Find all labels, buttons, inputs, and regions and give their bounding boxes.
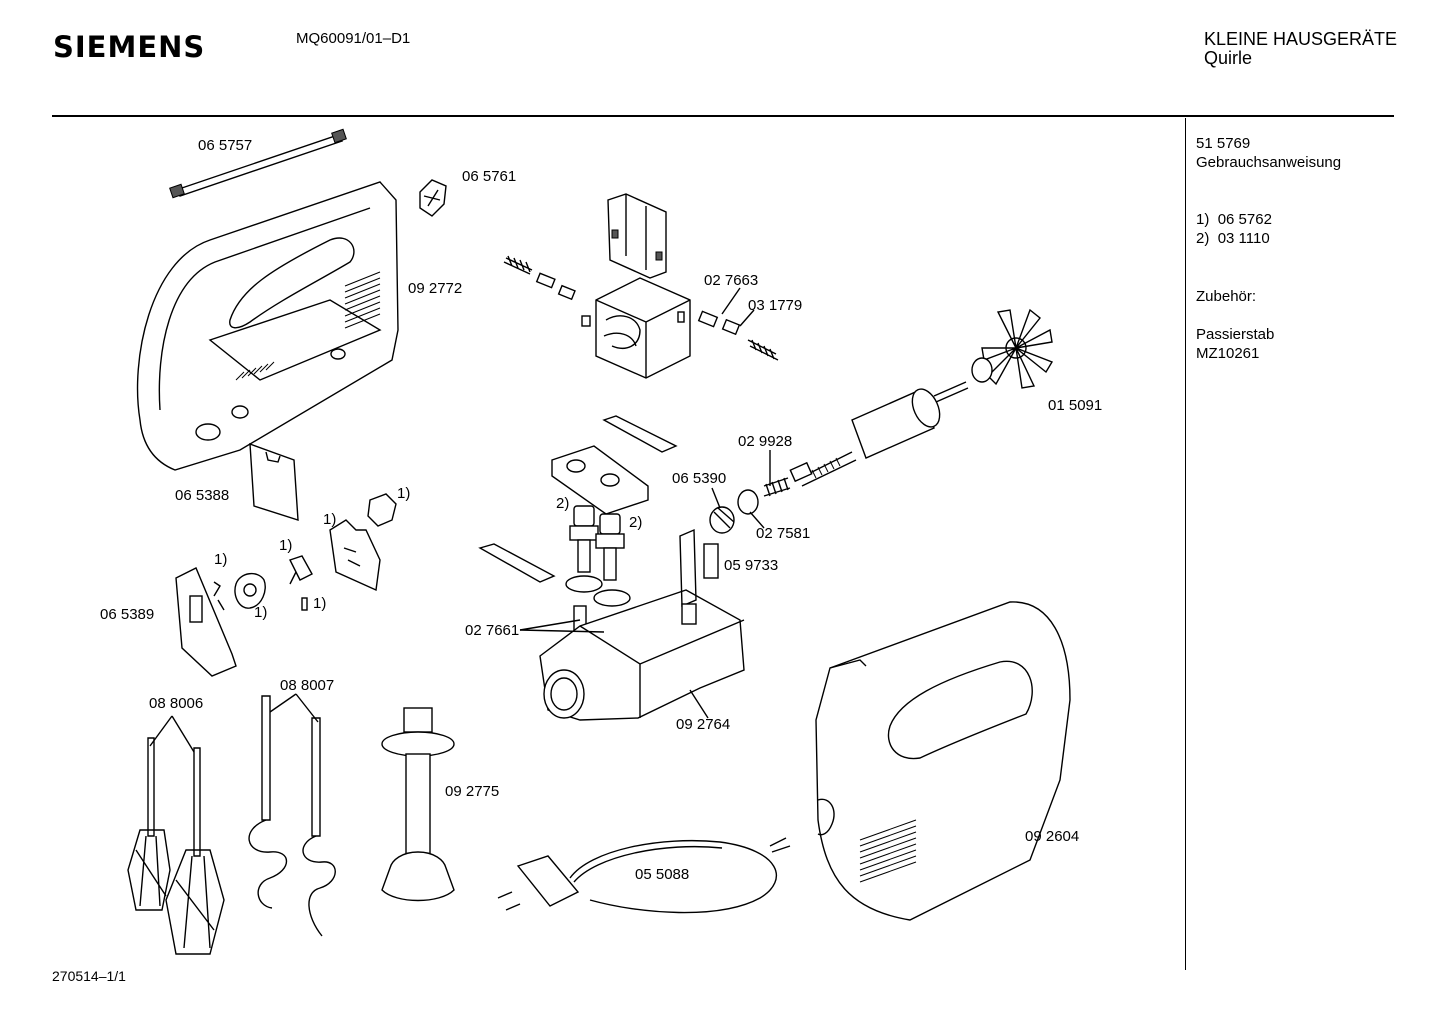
part-label: 03 1779 <box>748 297 803 314</box>
note-item: 1) 06 5762 <box>1196 211 1272 228</box>
leader-lines <box>149 287 771 753</box>
fan-impeller-icon <box>971 308 1054 389</box>
manual-label: Gebrauchsanweisung <box>1196 154 1342 171</box>
armature-icon <box>789 381 969 487</box>
note-item: 2) 03 1110 <box>1196 230 1270 247</box>
ref-marker: 1) <box>313 595 327 612</box>
part-label: 05 9733 <box>724 557 779 574</box>
upper-housing-icon <box>815 601 1071 921</box>
ref-marker: 1) <box>323 511 337 528</box>
accessory-name: Passierstab <box>1196 326 1275 343</box>
part-label: 06 5757 <box>198 137 253 154</box>
notes-block: 1) 06 5762 2) 03 1110 <box>1196 210 1272 248</box>
document-id: 270514–1/1 <box>52 968 126 984</box>
dough-hook-icon <box>248 695 336 937</box>
switch-part-icon <box>289 493 397 611</box>
part-label: 06 5388 <box>175 487 230 504</box>
part-label: 09 2772 <box>408 280 463 297</box>
header-rule <box>52 115 1394 117</box>
carbon-brush-icon <box>677 310 779 361</box>
part-label: 08 8006 <box>149 695 204 712</box>
part-label: 02 9928 <box>738 433 793 450</box>
model-number: MQ60091/01–D1 <box>296 30 411 47</box>
switch-plate-icon <box>175 567 266 677</box>
category-block: KLEINE HAUSGERÄTE Quirle <box>1204 30 1397 68</box>
brand-logo: SIEMENS <box>53 30 206 64</box>
part-label: 09 2775 <box>445 783 500 800</box>
part-label: 05 5088 <box>635 866 690 883</box>
clip-part-icon <box>419 179 447 217</box>
ref-marker: 1) <box>279 537 293 554</box>
accessory-code: MZ10261 <box>1196 345 1260 362</box>
part-label: 02 7663 <box>704 272 759 289</box>
accessories-label: Zubehör: <box>1196 288 1257 305</box>
whisk-beater-icon <box>127 737 225 955</box>
bracket-part-icon <box>607 193 667 279</box>
spring-gear-icon <box>709 477 791 534</box>
field-coil-icon <box>595 277 691 379</box>
gear-housing-icon <box>539 528 745 721</box>
manual-block: 51 5769 Gebrauchsanweisung <box>1196 134 1341 172</box>
part-label: 02 7661 <box>465 622 520 639</box>
ref-marker: 2) <box>556 495 570 512</box>
rod-part-icon <box>169 128 347 199</box>
blender-shaft-icon <box>381 707 455 902</box>
part-label: 02 7581 <box>756 525 811 542</box>
cover-plate-icon <box>249 442 299 521</box>
subcategory-title: Quirle <box>1204 48 1253 68</box>
part-label: 08 8007 <box>280 677 335 694</box>
ref-marker: 1) <box>254 604 268 621</box>
power-cord-icon <box>497 837 791 914</box>
part-label: 06 5390 <box>672 470 727 487</box>
part-label: 06 5761 <box>462 168 517 185</box>
accessory-block: Passierstab MZ10261 <box>1196 325 1274 363</box>
ref-marker: 1) <box>214 551 228 568</box>
housing-shell-icon <box>136 181 399 471</box>
category-title: KLEINE HAUSGERÄTE <box>1204 29 1398 49</box>
part-label: 09 2764 <box>676 716 731 733</box>
part-label: 01 5091 <box>1048 397 1103 414</box>
part-label: 06 5389 <box>100 606 155 623</box>
part-label: 09 2604 <box>1025 828 1080 845</box>
manual-number: 51 5769 <box>1196 135 1251 152</box>
ref-marker: 1) <box>397 485 411 502</box>
sidebar-divider <box>1185 118 1186 970</box>
ref-marker: 2) <box>629 514 643 531</box>
brush-spring-icon <box>503 255 591 327</box>
gear-plate-icon <box>478 415 678 583</box>
